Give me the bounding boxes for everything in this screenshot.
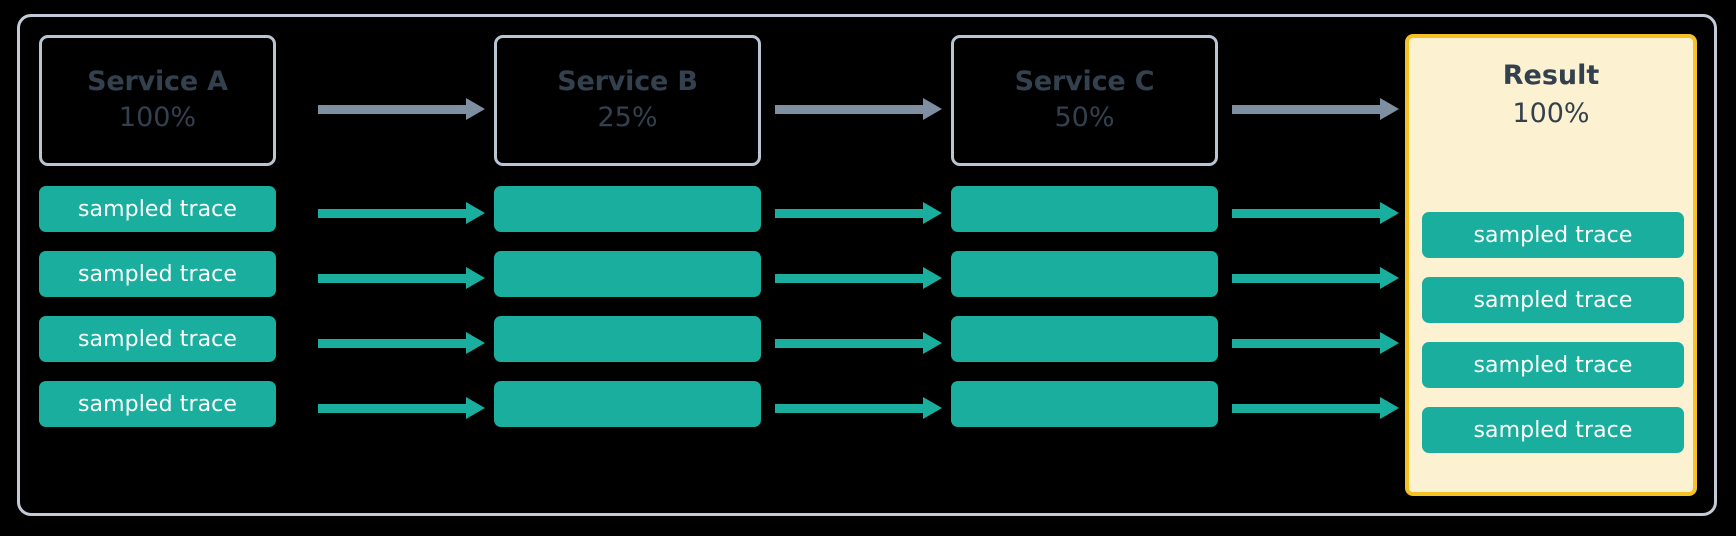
trace-bar-a-1: sampled trace (39, 186, 276, 232)
result-percent: 100% (1512, 98, 1590, 130)
service-c-percent: 50% (1054, 102, 1115, 134)
trace-bar-b-4 (494, 381, 761, 427)
result-trace-bar-1: sampled trace (1422, 212, 1684, 258)
service-b-percent: 25% (597, 102, 658, 134)
service-box-b: Service B 25% (494, 35, 761, 166)
trace-bar-b-2 (494, 251, 761, 297)
result-header: Result 100% (1409, 60, 1693, 131)
trace-bar-c-1 (951, 186, 1218, 232)
trace-bar-a-4: sampled trace (39, 381, 276, 427)
service-box-a: Service A 100% (39, 35, 276, 166)
service-b-name: Service B (557, 66, 698, 98)
service-box-c: Service C 50% (951, 35, 1218, 166)
trace-bar-c-4 (951, 381, 1218, 427)
trace-bar-a-3: sampled trace (39, 316, 276, 362)
outer-frame (17, 14, 1717, 516)
result-title: Result (1502, 60, 1600, 91)
result-trace-bar-2: sampled trace (1422, 277, 1684, 323)
trace-bar-c-3 (951, 316, 1218, 362)
trace-bar-a-2: sampled trace (39, 251, 276, 297)
trace-bar-b-1 (494, 186, 761, 232)
result-trace-bar-3: sampled trace (1422, 342, 1684, 388)
service-c-name: Service C (1014, 66, 1155, 98)
service-a-name: Service A (87, 66, 228, 98)
result-trace-bar-4: sampled trace (1422, 407, 1684, 453)
trace-bar-b-3 (494, 316, 761, 362)
trace-bar-c-2 (951, 251, 1218, 297)
service-a-percent: 100% (118, 102, 197, 134)
result-panel: Result 100% sampled trace sampled trace … (1405, 34, 1697, 496)
